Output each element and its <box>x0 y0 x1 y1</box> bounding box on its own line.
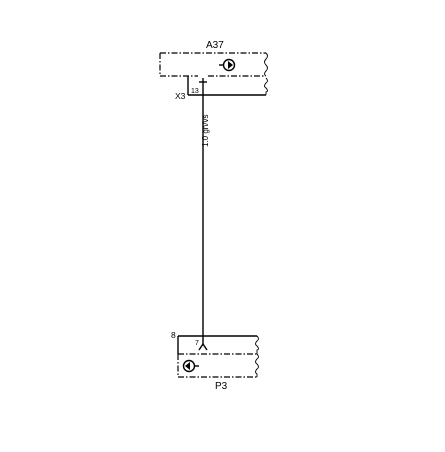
a37-break-edge <box>264 52 268 77</box>
p3-speaker-symbol-icon <box>182 359 199 373</box>
wire-label: 1.0 gn/vs <box>201 115 210 147</box>
connector-x3 <box>187 76 268 96</box>
pin-13-label: 13 <box>191 88 199 95</box>
connector-8-label: 8 <box>171 330 176 340</box>
component-p3[interactable]: 8 7 P3 <box>171 330 259 392</box>
wire-segment[interactable]: 1.0 gn/vs <box>201 86 210 344</box>
component-a37[interactable]: A37 X3 13 <box>159 40 268 101</box>
connector-8 <box>177 335 259 354</box>
component-a37-label: A37 <box>206 40 224 51</box>
connector-x3-label: X3 <box>175 91 186 101</box>
component-p3-label: P3 <box>215 381 228 392</box>
p3-break-edge <box>255 353 259 377</box>
a37-speaker-symbol-icon <box>219 58 236 72</box>
pin-7-label: 7 <box>195 340 199 347</box>
